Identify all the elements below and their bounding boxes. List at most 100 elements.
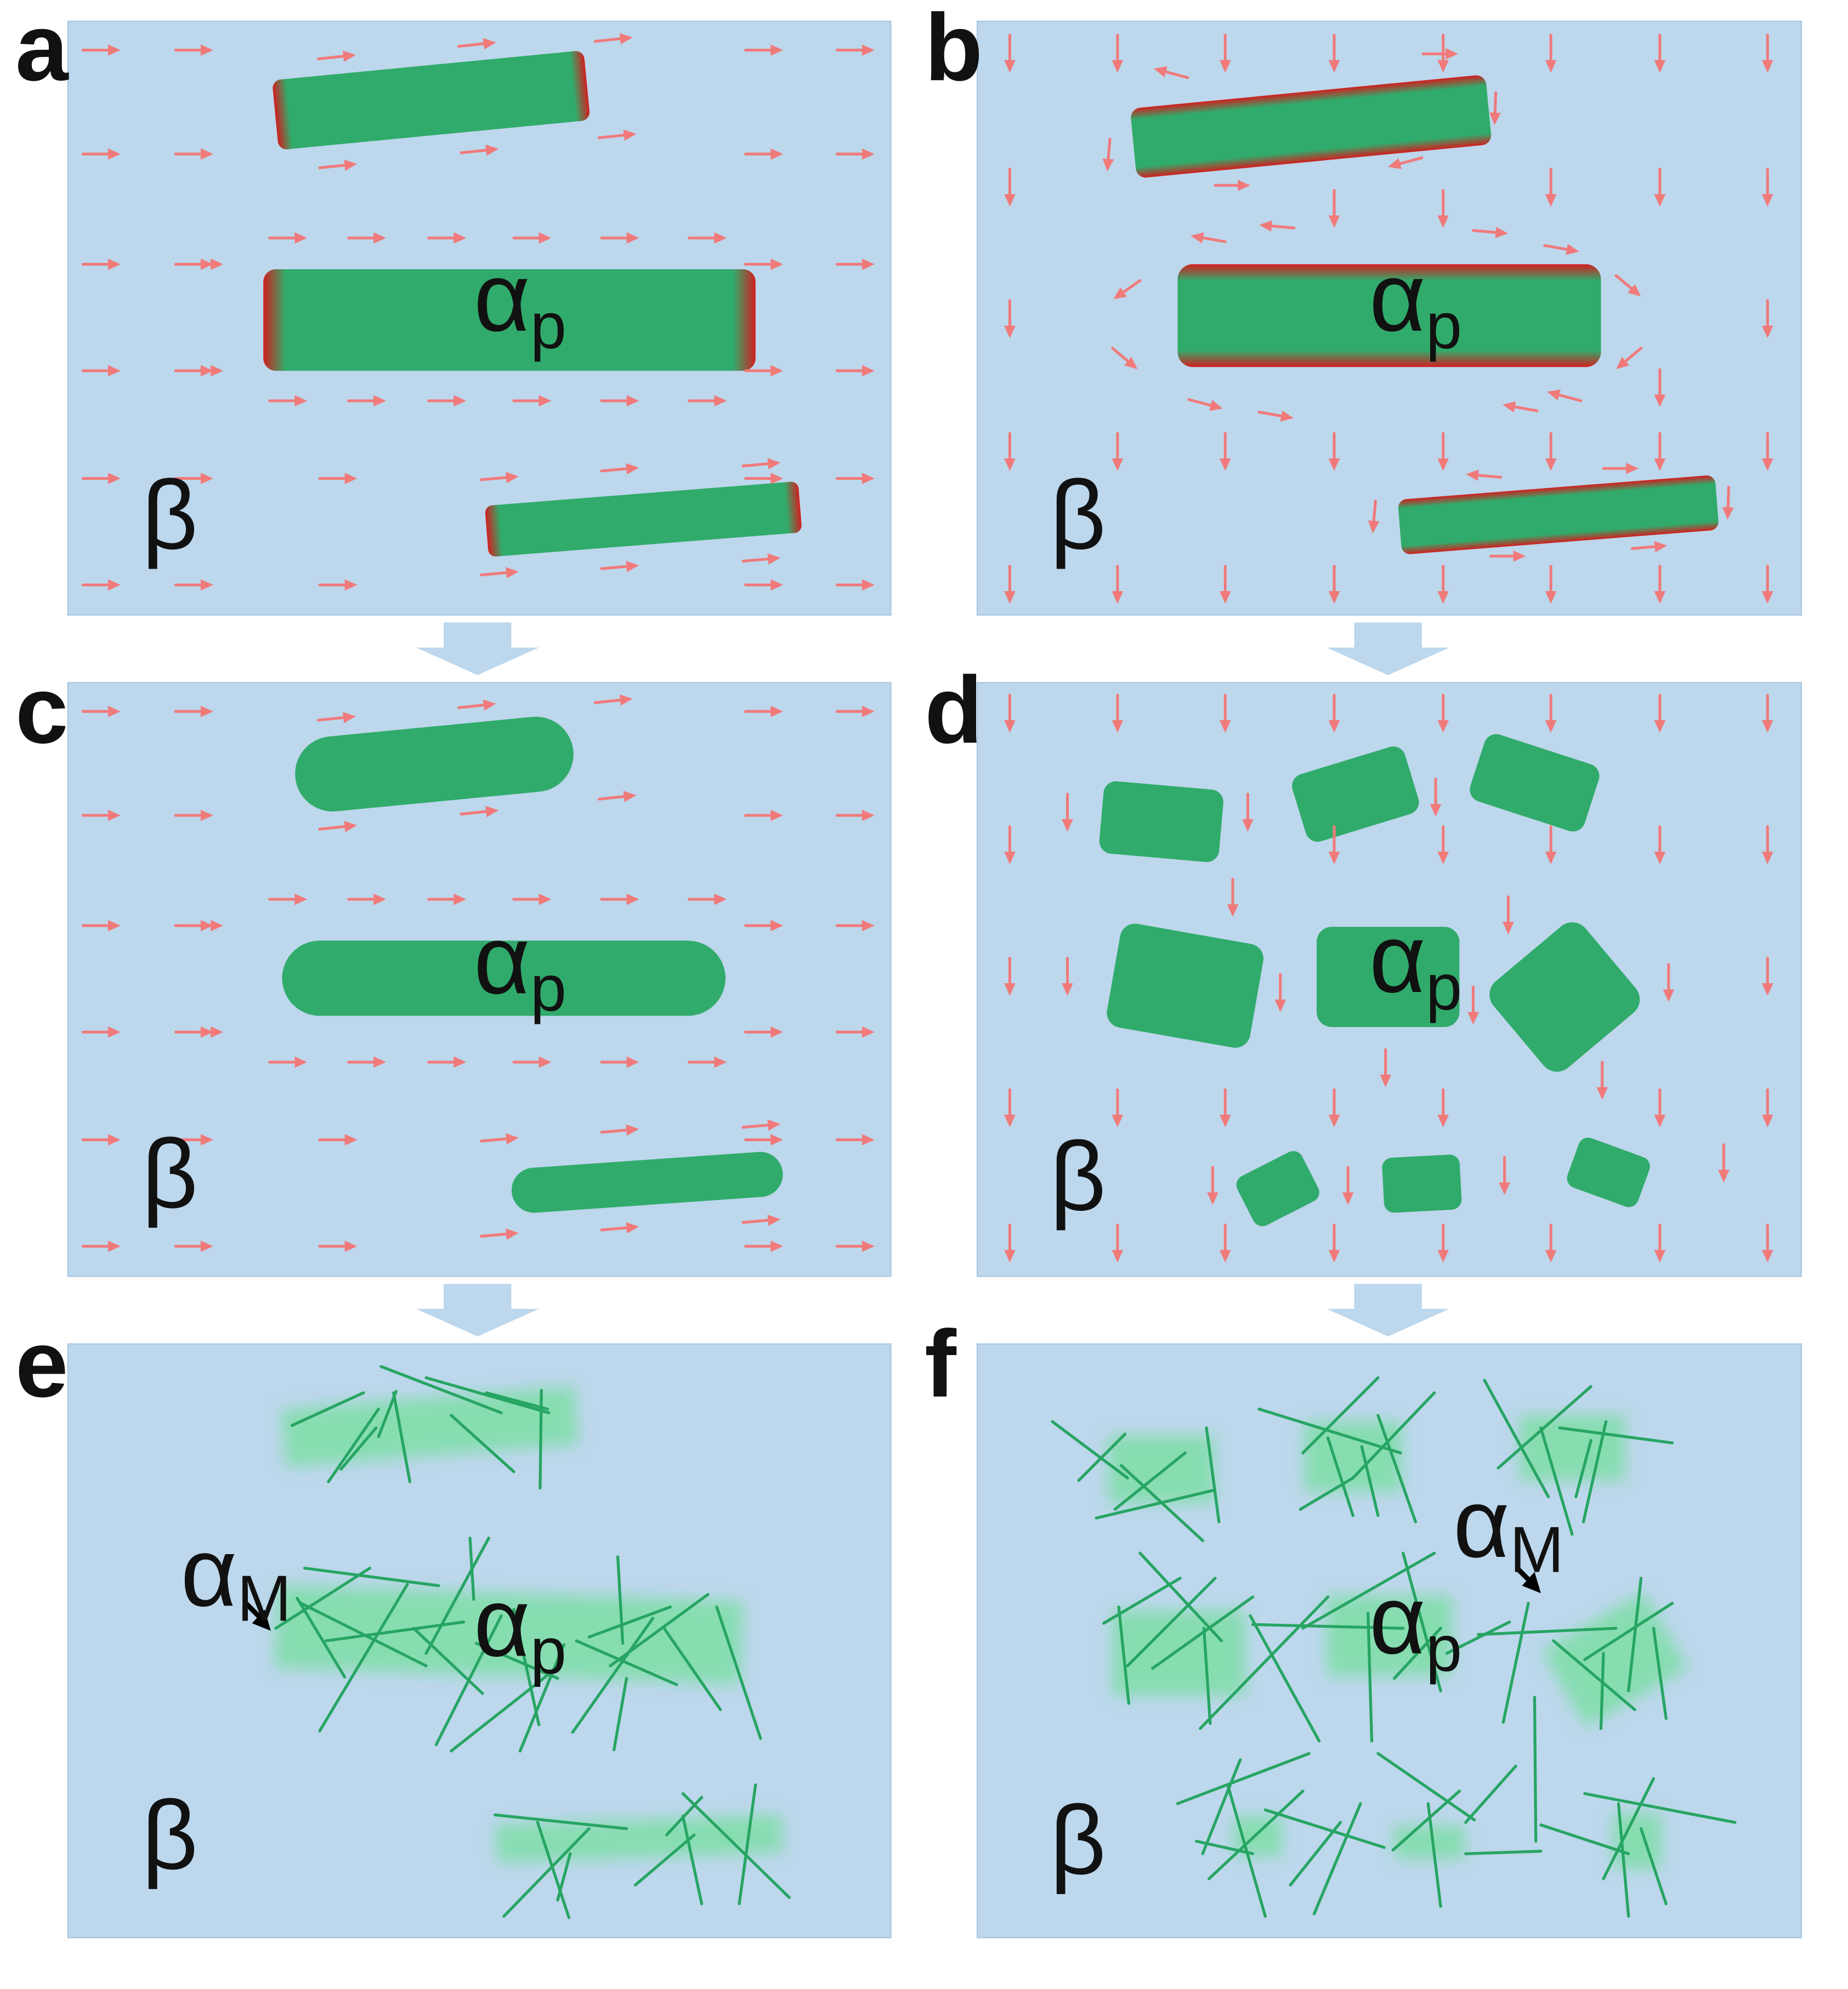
martensite-needle (434, 1614, 503, 1747)
diffusion-arrow-icon (1062, 792, 1073, 832)
down-stage-arrow-icon (416, 622, 539, 676)
diffusion-arrow-icon (744, 706, 784, 717)
diffusion-arrow-icon (600, 463, 639, 475)
diffusion-arrow-icon (81, 258, 121, 270)
diffusion-arrow-icon (1220, 1223, 1231, 1263)
precipitate-rounded (282, 940, 725, 1016)
diffusion-arrow-icon (741, 1214, 781, 1226)
martensite-needle (1539, 1823, 1630, 1855)
panel-label-f: f (925, 1311, 957, 1417)
diffusion-arrow-icon (1631, 541, 1668, 553)
diffusion-arrow-icon (1328, 564, 1340, 604)
diffusion-arrow-icon (1545, 694, 1557, 733)
diffusion-arrow-icon (318, 1134, 358, 1146)
diffusion-arrow-icon (835, 1026, 875, 1038)
diffusion-arrow-icon (427, 395, 467, 407)
alpha-p-label: αp (474, 905, 566, 1025)
diffusion-arrow-icon (1113, 279, 1142, 299)
martensite-needle (518, 1643, 565, 1753)
martensite-needle (1391, 1789, 1461, 1852)
diffusion-arrow-icon (835, 44, 875, 56)
diffusion-arrow-icon (1547, 389, 1583, 403)
martensite-needle (1289, 1821, 1342, 1887)
alpha-p-label: αp (474, 242, 566, 362)
martensite-needle (1113, 1451, 1187, 1511)
martensite-needle (1126, 1577, 1217, 1668)
martensite-needle (327, 1407, 380, 1483)
martensite-needle (502, 1827, 591, 1918)
diffusion-arrow-icon (347, 1056, 387, 1068)
diffusion-arrow-icon (1220, 33, 1231, 73)
diffusion-arrow-icon (1112, 564, 1124, 604)
precipitate-rounded (295, 716, 574, 812)
martensite-needle (1617, 1802, 1630, 1918)
martensite-needle (1639, 1827, 1668, 1906)
diffusion-arrow-icon (593, 694, 633, 706)
beta-label: β (142, 1781, 198, 1890)
martensite-needle (1539, 1426, 1574, 1536)
martensite-needle (1202, 1627, 1212, 1725)
diffusion-arrow-icon (427, 232, 467, 244)
diffusion-arrow-icon (744, 44, 784, 56)
martensite-needle (424, 1537, 490, 1655)
martensite-needle (450, 1414, 515, 1474)
diffusion-arrow-icon (835, 920, 875, 932)
diffusion-arrow-icon (81, 365, 121, 377)
diffusion-arrow-icon (1004, 167, 1016, 207)
diffusion-arrow-icon (1761, 694, 1773, 733)
martensite-needle (485, 1391, 549, 1411)
diffusion-arrow-icon (1437, 33, 1449, 73)
diffusion-arrow-icon (1437, 432, 1449, 471)
alpha-p-label: αp (474, 1567, 566, 1687)
martensite-needle (1095, 1489, 1215, 1520)
martensite-needle (1312, 1802, 1362, 1916)
diffusion-arrow-icon (174, 148, 213, 160)
panel-label-d: d (925, 656, 983, 763)
diffusion-arrow-icon (1545, 432, 1557, 471)
diffusion-arrow-icon (480, 1133, 519, 1144)
beta-label: β (1050, 1121, 1106, 1231)
diffusion-arrow-icon (318, 1240, 358, 1252)
diffusion-arrow-icon (174, 1240, 213, 1252)
diffusion-arrow-icon (1112, 33, 1124, 73)
martensite-needle (681, 1815, 704, 1906)
diffusion-arrow-icon (1004, 1223, 1016, 1263)
diffusion-arrow-icon (1112, 432, 1124, 471)
diffusion-arrow-icon (1112, 1088, 1124, 1127)
alpha-m-label: αM (1453, 1469, 1564, 1586)
diffusion-arrow-icon (174, 473, 213, 484)
beta-label: β (142, 1119, 198, 1228)
martensite-needle (1117, 1605, 1131, 1705)
diffusion-arrow-icon (1489, 550, 1526, 562)
martensite-needle (715, 1605, 762, 1740)
martensite-needle (474, 1641, 559, 1680)
martensite-needle (1558, 1426, 1674, 1444)
martensite-needle (536, 1821, 571, 1919)
diffusion-arrow-icon (1437, 1223, 1449, 1263)
diffusion-arrow-icon (744, 365, 784, 377)
diffusion-arrow-icon (81, 579, 121, 591)
diffusion-arrow-icon (835, 579, 875, 591)
diffusion-arrow-icon (1503, 401, 1539, 413)
martensite-needle (1301, 1376, 1380, 1455)
diffusion-arrow-icon (744, 1026, 784, 1038)
diffusion-arrow-icon (1062, 956, 1073, 996)
diffusion-arrow-icon (347, 893, 387, 905)
martensite-needle (738, 1783, 757, 1906)
diffusion-arrow-icon (835, 809, 875, 821)
diffusion-arrow-icon (1489, 91, 1501, 126)
panel-label-b: b (925, 0, 983, 100)
black-pointer-arrow-icon (243, 1601, 271, 1631)
diffusion-arrow-icon (744, 1240, 784, 1252)
precipitate-fragment (1317, 927, 1460, 1027)
diffusion-arrow-icon (81, 920, 121, 932)
martensite-needle (339, 1426, 378, 1471)
martensite-needle (1102, 1577, 1182, 1625)
martensite-needle (1496, 1385, 1592, 1470)
martensite-needle (1051, 1420, 1129, 1480)
precipitate-faded (1394, 1826, 1465, 1859)
diffusion-arrow-icon (1761, 1088, 1773, 1127)
diffusion-arrow-icon (1761, 956, 1773, 996)
martensite-needle (377, 1390, 398, 1438)
